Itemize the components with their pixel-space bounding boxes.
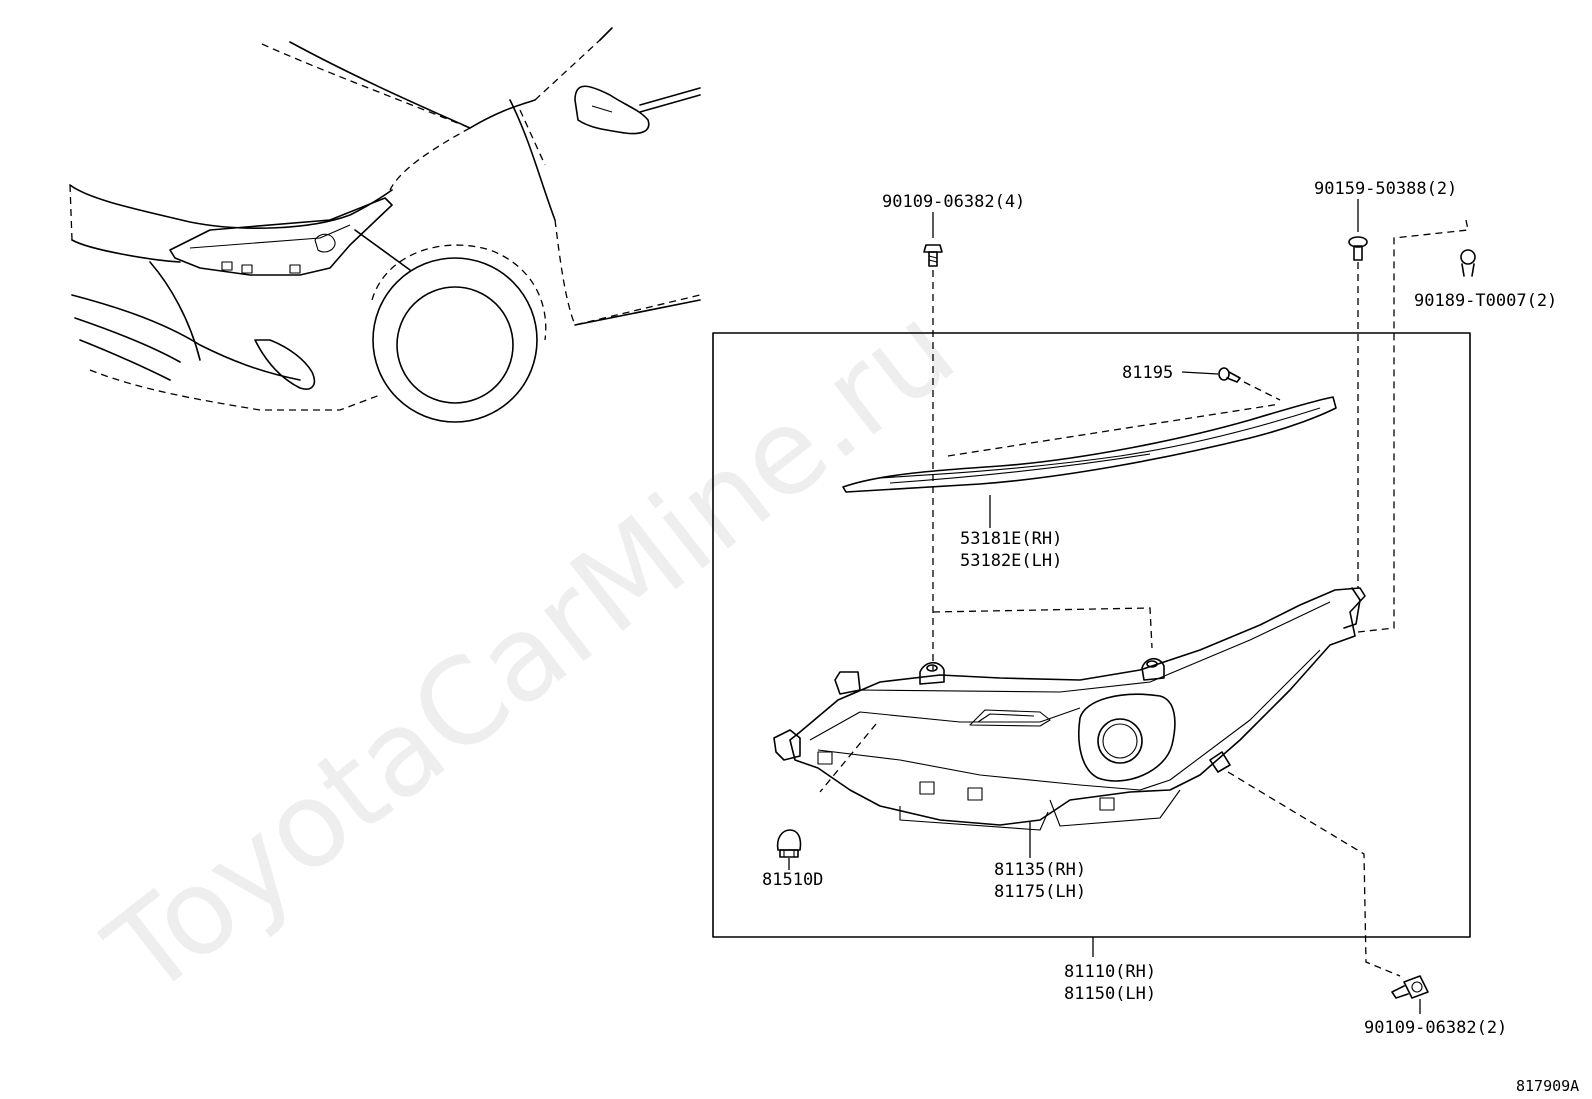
part-label-81195[interactable]: 81195 [1122, 363, 1173, 383]
headlamp-housing [773, 587, 1366, 831]
car-overview-illustration [69, 27, 701, 423]
screw-icon [1218, 367, 1241, 383]
diagram-code: 817909A [1516, 1077, 1579, 1095]
part-label-81510D[interactable]: 81510D [762, 870, 823, 890]
clip-icon [1348, 236, 1368, 261]
part-label-90189-T0007-2[interactable]: 90189-T0007(2) [1414, 291, 1557, 311]
headlamp-garnish-strip [842, 396, 1337, 493]
bolt-icon-bottom [1391, 975, 1429, 999]
part-label-90109-06382-4[interactable]: 90109-06382(4) [882, 192, 1025, 212]
bolt-icon [923, 244, 943, 267]
part-label-81150-LH[interactable]: 81150(LH) [1064, 984, 1156, 1004]
assembly-boundary-box [712, 332, 1471, 938]
bulb-icon [776, 829, 802, 858]
part-label-81175-LH[interactable]: 81175(LH) [994, 882, 1086, 902]
part-label-90159-50388-2[interactable]: 90159-50388(2) [1314, 179, 1457, 199]
part-label-53182E-LH[interactable]: 53182E(LH) [960, 551, 1062, 571]
push-clip-icon [1460, 249, 1476, 277]
part-label-53181E-RH[interactable]: 53181E(RH) [960, 529, 1062, 549]
part-label-90109-06382-2[interactable]: 90109-06382(2) [1364, 1018, 1507, 1038]
part-label-81110-RH[interactable]: 81110(RH) [1064, 962, 1156, 982]
watermark: ToyotaCarMine.ru [81, 279, 979, 1023]
part-label-81135-RH[interactable]: 81135(RH) [994, 860, 1086, 880]
